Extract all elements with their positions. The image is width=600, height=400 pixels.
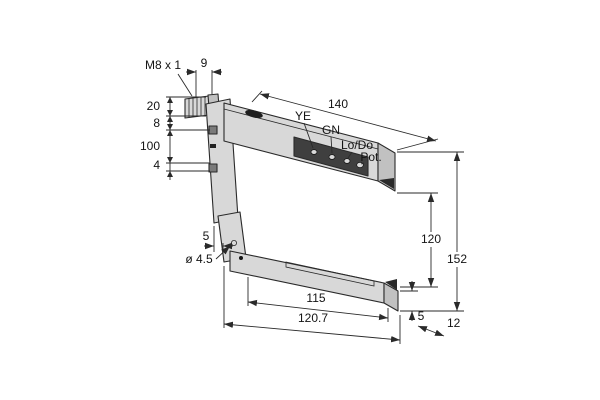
upper-arm-slot-hole bbox=[245, 109, 263, 119]
yellow-led-label: YE bbox=[295, 109, 311, 123]
dim-arm-length: 120.7 bbox=[223, 266, 401, 344]
dim-5-arm-label: 5 bbox=[418, 309, 425, 323]
dim-arm-thickness: 5 bbox=[400, 281, 425, 323]
sensor-body bbox=[184, 93, 399, 312]
light-dark-switch-label: Lo/Do bbox=[341, 138, 373, 152]
dim-152-label: 152 bbox=[447, 252, 467, 266]
dim-5-foot-label: 5 bbox=[203, 229, 210, 243]
dim-4-label: 4 bbox=[153, 158, 160, 172]
dim-left-chain: 20 8 100 4 bbox=[140, 96, 210, 180]
dim-20-label: 20 bbox=[147, 99, 161, 113]
dim-12-label: 12 bbox=[447, 316, 461, 330]
green-led-dot bbox=[328, 154, 336, 160]
dim-120-7-label: 120.7 bbox=[298, 311, 328, 325]
mounting-slot bbox=[210, 144, 216, 148]
green-led-label: GN bbox=[322, 123, 340, 137]
upper-arm-beam-mark bbox=[379, 178, 394, 189]
light-dark-switch-dot bbox=[343, 158, 351, 164]
dim-housing-depth: 12 bbox=[417, 316, 461, 337]
yellow-led-dot bbox=[310, 149, 318, 155]
thread-size-label: M8 x 1 bbox=[145, 58, 181, 72]
dim-slot-width: 120 bbox=[397, 192, 444, 288]
dim-120-label: 120 bbox=[421, 232, 441, 246]
dim-8-label: 8 bbox=[153, 116, 160, 130]
dimension-annotations: M8 x 1 9 140 bbox=[140, 56, 471, 344]
dim-diameter-label: ø 4.5 bbox=[185, 252, 213, 266]
dim-100-label: 100 bbox=[140, 139, 160, 153]
dim-overall-height: 152 bbox=[397, 151, 471, 312]
mounting-hole-upper bbox=[208, 125, 218, 135]
dim-hole-diameter: ø 4.5 bbox=[185, 245, 231, 266]
potentiometer-label: Pot. bbox=[360, 150, 381, 164]
dim-9-label: 9 bbox=[201, 56, 208, 70]
dim-140-label: 140 bbox=[328, 97, 348, 111]
thread-leader-line bbox=[177, 73, 193, 97]
dim-115-label: 115 bbox=[306, 291, 325, 305]
dim-housing-length: 140 bbox=[251, 90, 439, 151]
lower-arm-window bbox=[285, 261, 375, 287]
lower-arm-reference-dot bbox=[239, 256, 243, 260]
lower-arm-beam-mark bbox=[385, 279, 397, 290]
mounting-hole-lower bbox=[208, 163, 218, 173]
dim-arm-inner-length: 115 bbox=[247, 277, 389, 322]
dim-connector-length: 9 bbox=[186, 56, 222, 97]
indicator-labels: YE GN Lo/Do Pot. bbox=[295, 109, 382, 165]
